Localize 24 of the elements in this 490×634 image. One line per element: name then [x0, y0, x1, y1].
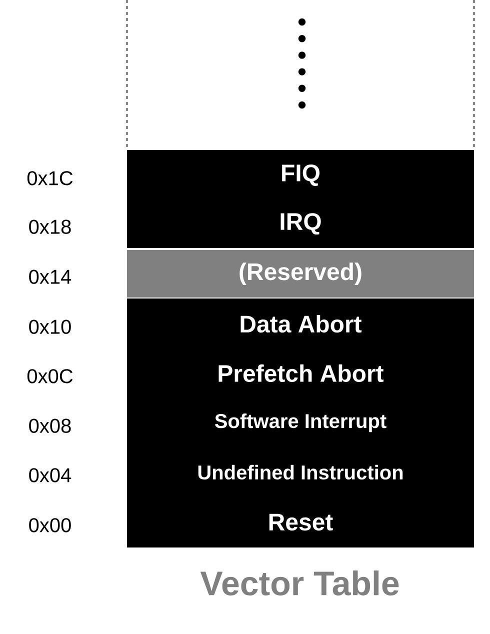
address-label: 0x08	[29, 418, 71, 433]
caption: Vector Table	[200, 570, 399, 596]
node-label: Data Abort	[240, 314, 362, 333]
vector-row: Software Interrupt	[127, 398, 474, 448]
address-label: 0x10	[29, 320, 71, 334]
node-label: IRQ	[280, 213, 321, 235]
node-label: Reset	[269, 514, 333, 531]
address-label: 0x0C	[27, 369, 73, 384]
address-label: 0x1C	[27, 171, 73, 186]
address-label: 0x04	[29, 468, 72, 482]
vector-row: Undefined Instruction	[127, 446, 474, 498]
node-label: FIQ	[282, 164, 320, 186]
vector-row: Data Abort	[127, 298, 474, 350]
vector-row: IRQ	[127, 200, 474, 248]
address-label: 0x14	[29, 270, 72, 284]
node-label: Undefined Instruction	[198, 464, 403, 480]
node-label: Software Interrupt	[214, 413, 386, 432]
address-label: 0x18	[29, 220, 71, 234]
vector-row: (Reserved)	[127, 250, 474, 298]
address-label: 0x00	[29, 518, 71, 532]
node-label: Prefetch Abort	[218, 364, 384, 382]
vector-row: Prefetch Abort	[127, 348, 474, 398]
vector-row: FIQ	[127, 150, 474, 200]
vector-row: Reset	[127, 496, 474, 548]
